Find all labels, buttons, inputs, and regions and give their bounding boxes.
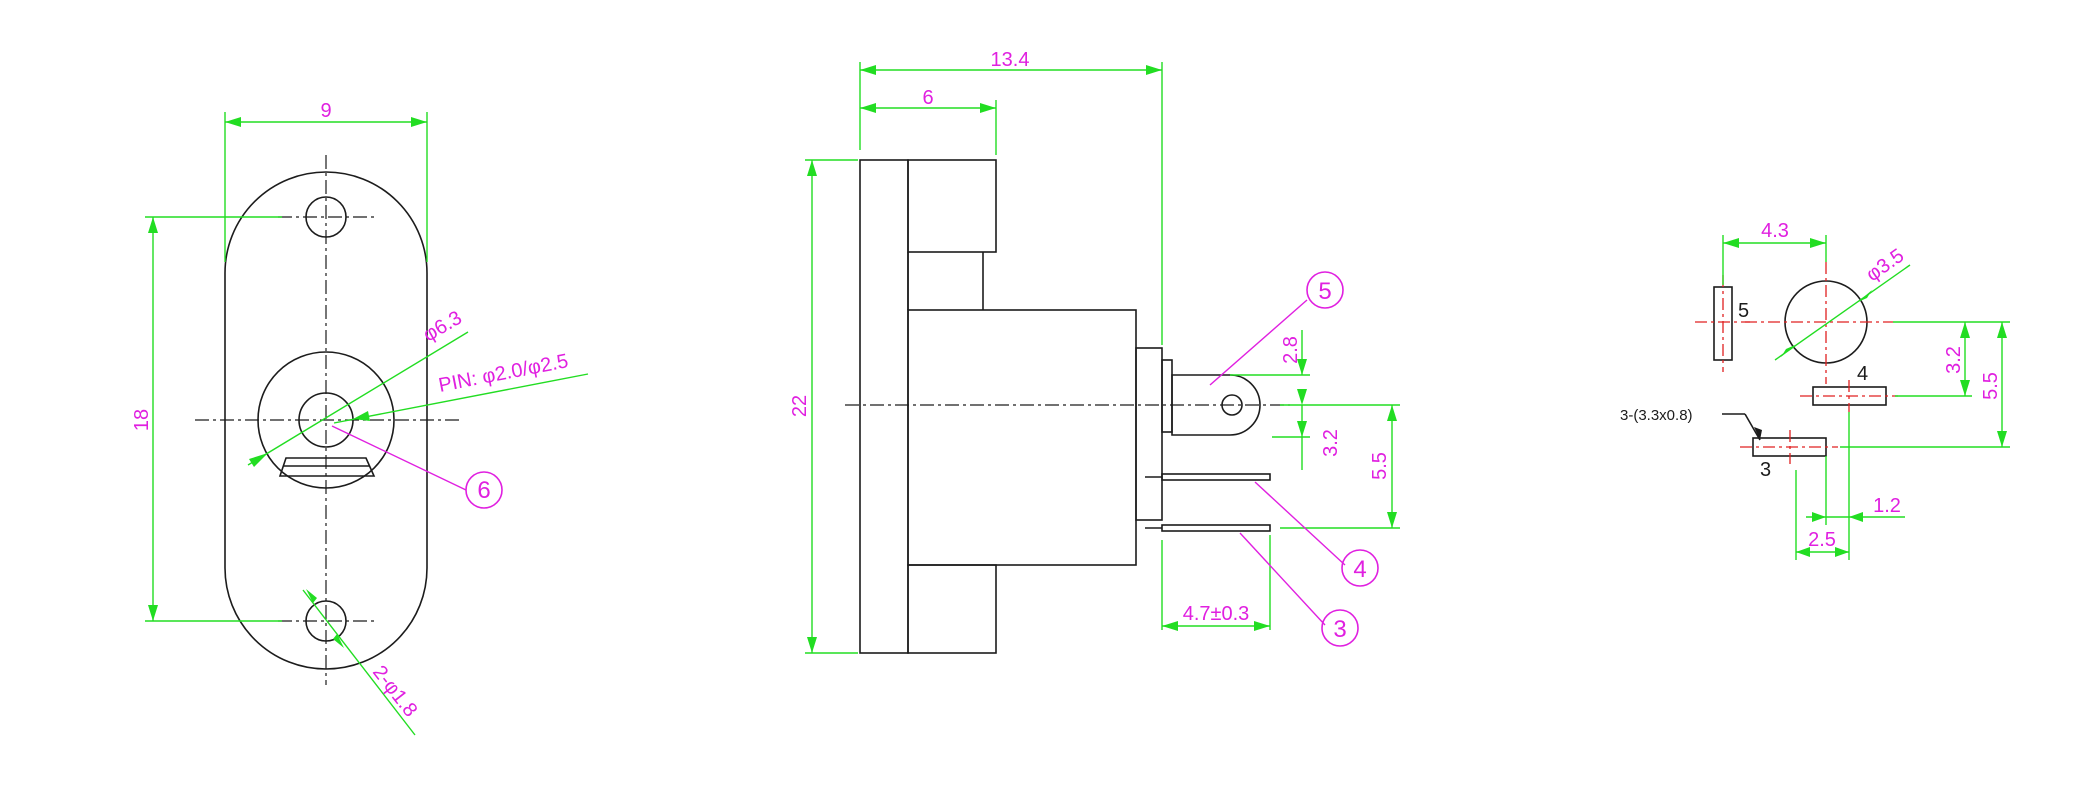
pin-terminal-4 xyxy=(1161,473,1271,481)
width-dimension-label: 9 xyxy=(320,100,331,122)
bottom-mounting-hole xyxy=(305,600,347,642)
flange-width-label: 6 xyxy=(922,87,933,109)
height-dimension-label: 22 xyxy=(789,395,811,417)
dim-5-5-label: 5.5 xyxy=(1369,452,1391,480)
callout-5-label: 5 xyxy=(1318,278,1331,305)
dim-3-2-label: 3.2 xyxy=(1320,429,1342,457)
callout-3-bubble xyxy=(1321,609,1359,647)
pad-4-label: 4 xyxy=(1857,363,1868,385)
hole-spacing-label: 4.3 xyxy=(1761,220,1789,242)
front-body-outline xyxy=(224,171,428,670)
side-body xyxy=(907,309,1137,566)
side-neck xyxy=(1161,359,1173,433)
callout-6-bubble xyxy=(465,471,503,509)
total-length-label: 13.4 xyxy=(991,49,1030,71)
pcb-hole-diameter-leader xyxy=(1774,264,1911,361)
callout-3-leader xyxy=(1239,532,1326,626)
side-bottom-block xyxy=(907,564,997,654)
jack-key-slot xyxy=(278,457,376,477)
callout-6-label: 6 xyxy=(477,477,490,504)
outer-diameter-leader xyxy=(247,331,469,466)
side-view: 13.4 6 22 2.8 3.2 5.5 xyxy=(789,49,1400,654)
pin-terminal-3 xyxy=(1161,524,1271,532)
side-step xyxy=(1135,347,1163,521)
callout-5-leader xyxy=(1209,299,1308,386)
front-view: 9 18 φ6.3 PIN: φ2.0/φ2.5 6 2-φ1.8 xyxy=(131,100,589,736)
pcb-dim-3-2-label: 3.2 xyxy=(1943,346,1965,374)
pcb-dim-1-2-label: 1.2 xyxy=(1873,495,1901,517)
pcb-layout-view: 5 4 3 3-(3.3x0.8) 4.3 φ3.5 3.2 xyxy=(1620,220,2010,560)
pin-length-label: 4.7±0.3 xyxy=(1183,603,1250,625)
height-dimension-label: 18 xyxy=(131,409,153,431)
tab-width-label: 2.8 xyxy=(1280,336,1302,364)
pcb-hole-diameter-label: φ3.5 xyxy=(1862,245,1908,286)
hole-diameter-label: 2-φ1.8 xyxy=(368,662,421,722)
pcb-dim-2-5-label: 2.5 xyxy=(1808,529,1836,551)
pin-diameter-leader xyxy=(333,373,589,424)
pad-5-label: 5 xyxy=(1738,300,1749,322)
callout-5-bubble xyxy=(1306,271,1344,309)
pcb-dim-5-5-label: 5.5 xyxy=(1980,372,2002,400)
side-top-block xyxy=(907,159,997,253)
slot-spec-label: 3-(3.3x0.8) xyxy=(1620,407,1693,424)
callout-4-leader xyxy=(1254,481,1346,566)
callout-4-label: 4 xyxy=(1353,556,1366,583)
pad-3-label: 3 xyxy=(1760,459,1771,481)
top-mounting-hole xyxy=(305,196,347,238)
callout-6-leader xyxy=(331,425,467,491)
side-flange xyxy=(859,159,909,654)
hole-diameter-leader xyxy=(302,589,416,736)
tab-terminal-5 xyxy=(1171,374,1261,436)
jack-outer-circle xyxy=(257,351,395,489)
callout-3-label: 3 xyxy=(1333,616,1346,643)
callout-4-bubble xyxy=(1341,549,1379,587)
